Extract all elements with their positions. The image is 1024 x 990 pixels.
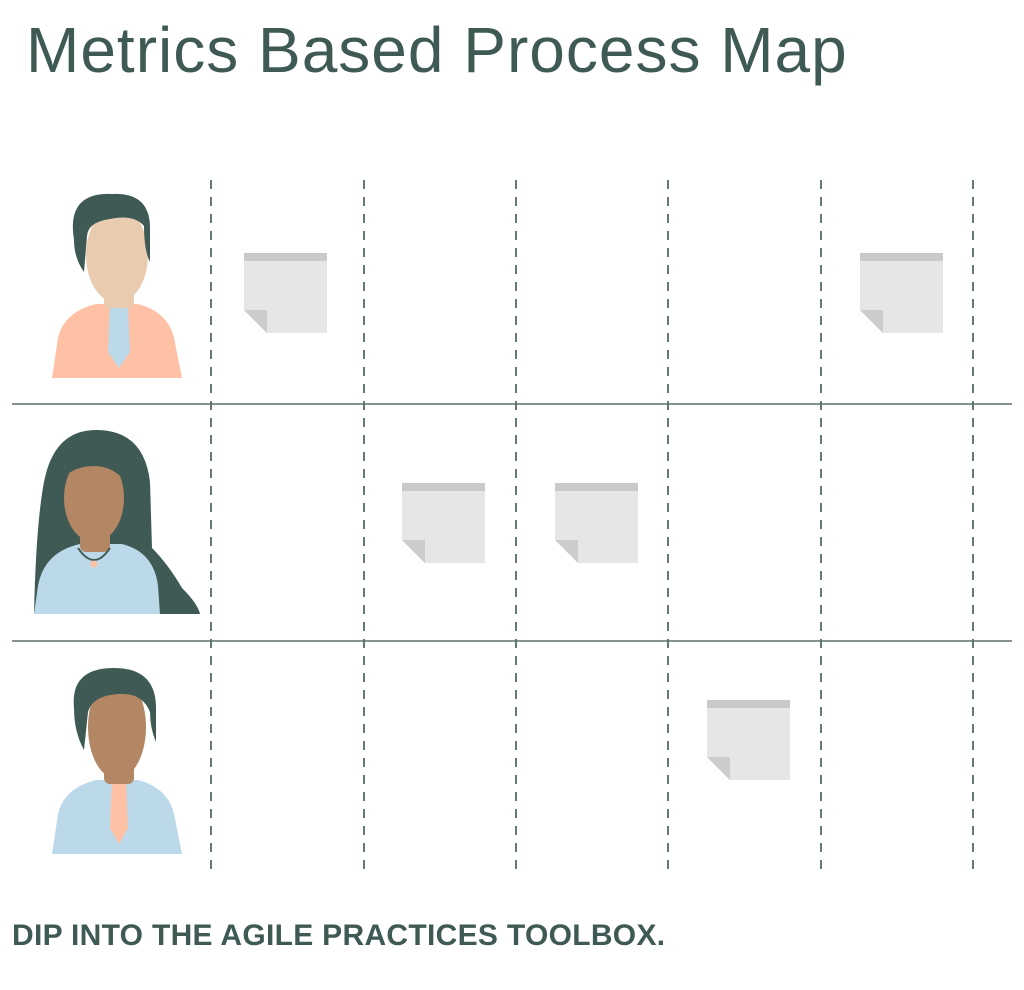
sticky-note [555, 483, 638, 563]
sticky-notes [244, 253, 943, 780]
lane-dividers [12, 403, 1012, 642]
page-title: Metrics Based Process Map [26, 14, 848, 86]
man-avatar-icon [52, 668, 182, 854]
sticky-note [860, 253, 943, 333]
sticky-note [402, 483, 485, 563]
sticky-note [707, 700, 790, 780]
sticky-note [244, 253, 327, 333]
footer-tagline: DIP INTO THE AGILE PRACTICES TOOLBOX. [12, 919, 666, 952]
column-separators [210, 180, 974, 870]
woman-avatar-icon [34, 430, 200, 614]
man-avatar-icon [52, 193, 182, 378]
